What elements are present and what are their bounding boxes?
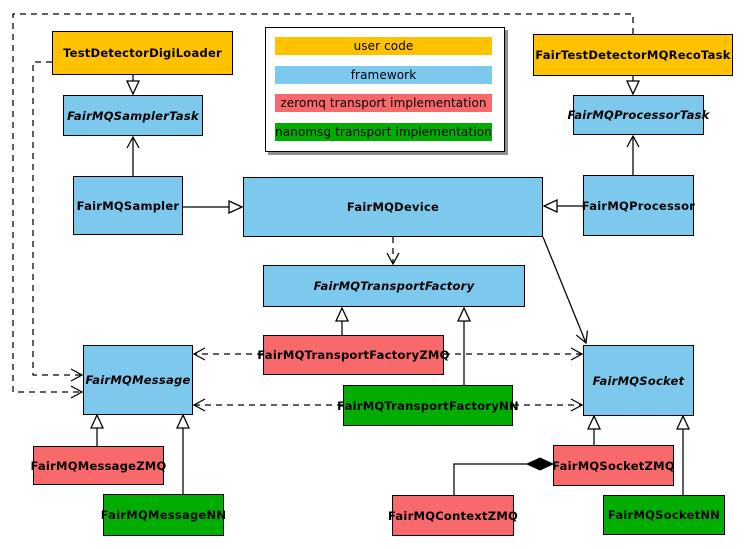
- node-fairmq-transport-factory-zmq: FairMQTransportFactoryZMQ: [257, 335, 449, 375]
- node-fairmq-transport-factory-nn: FairMQTransportFactoryNN: [337, 385, 519, 426]
- node-fairmq-socket: FairMQSocket: [583, 345, 694, 416]
- node-fairmq-sampler-task: FairMQSamplerTask: [63, 95, 203, 136]
- node-fair-test-detector-mq-reco-task: FairTestDetectorMQRecoTask: [533, 34, 733, 76]
- node-fairmq-processor-task: FairMQProcessorTask: [567, 95, 709, 135]
- node-fairmq-transport-factory: FairMQTransportFactory: [263, 265, 525, 307]
- legend-item-framework: framework: [275, 65, 492, 84]
- node-fairmq-message-zmq: FairMQMessageZMQ: [30, 446, 166, 485]
- legend-label-framework: framework: [350, 67, 417, 82]
- node-fairmq-socket-nn: FairMQSocketNN: [603, 495, 725, 535]
- node-fairmq-message: FairMQMessage: [83, 345, 193, 415]
- node-fairmq-context-zmq: FairMQContextZMQ: [388, 495, 518, 536]
- legend-item-user-code: user code: [275, 37, 492, 55]
- legend-label-nanomsg: nanomsg transport implementation: [275, 124, 492, 139]
- legend-label-user-code: user code: [353, 39, 414, 53]
- node-fairmq-socket-zmq: FairMQSocketZMQ: [552, 445, 675, 486]
- node-fairmq-device: FairMQDevice: [243, 177, 543, 237]
- node-test-detector-digi-loader: TestDetectorDigiLoader: [52, 31, 233, 75]
- node-fairmq-processor: FairMQProcessor: [582, 175, 695, 236]
- legend-item-zeromq: zeromq transport implementation: [275, 94, 492, 113]
- legend: user code framework zeromq transport imp…: [265, 27, 505, 152]
- edge-device-socket: [542, 236, 589, 345]
- node-fairmq-sampler: FairMQSampler: [73, 176, 183, 235]
- node-fairmq-message-nn: FairMQMessageNN: [101, 494, 226, 536]
- legend-label-zeromq: zeromq transport implementation: [280, 96, 487, 111]
- edge-contextZMQ-socketZMQ: [453, 464, 553, 495]
- legend-item-nanomsg: nanomsg transport implementation: [275, 122, 492, 141]
